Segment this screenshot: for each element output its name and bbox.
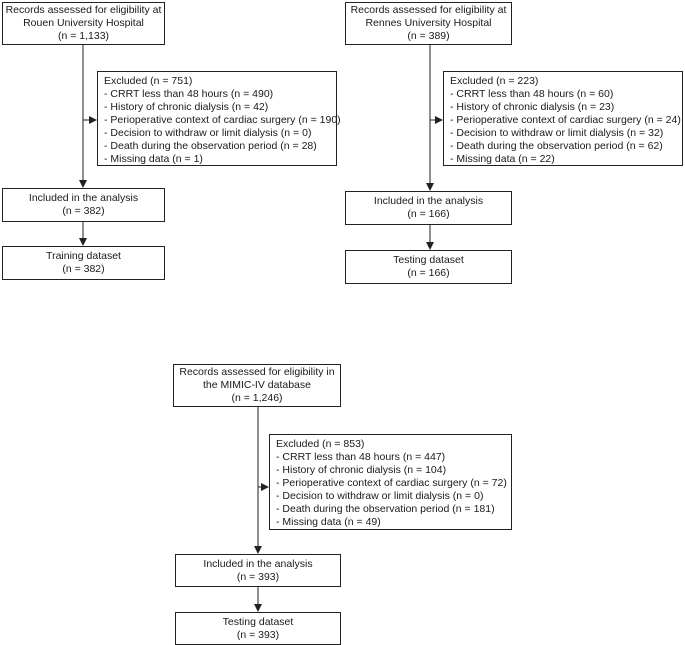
excluded-item: - History of chronic dialysis (n = 23) <box>450 101 615 113</box>
excluded-box-rennes: Excluded (n = 223) - CRRT less than 48 h… <box>443 71 683 166</box>
excluded-item: - Missing data (n = 1) <box>104 153 203 165</box>
dataset-count: (n = 393) <box>236 628 280 641</box>
excluded-item: - Perioperative context of cardiac surge… <box>104 114 341 126</box>
source-line2: Rennes University Hospital <box>365 17 492 29</box>
dataset-label: Testing dataset <box>222 615 294 628</box>
included-box-rennes: Included in the analysis (n = 166) <box>345 191 512 225</box>
source-count: (n = 1,133) <box>57 30 110 42</box>
excluded-item: - History of chronic dialysis (n = 42) <box>104 101 269 113</box>
excluded-box-mimic: Excluded (n = 853) - CRRT less than 48 h… <box>269 434 512 530</box>
excluded-item: - Perioperative context of cardiac surge… <box>276 477 507 489</box>
dataset-label: Training dataset <box>46 250 121 262</box>
training-dataset-box: Training dataset (n = 382) <box>2 246 165 280</box>
source-line1: Records assessed for eligibility at <box>350 4 507 16</box>
included-label: Included in the analysis <box>203 557 313 570</box>
included-box-mimic: Included in the analysis (n = 393) <box>175 554 341 587</box>
excluded-item: - Death during the observation period (n… <box>276 503 495 515</box>
source-line1: Records assessed for eligibility in <box>179 366 335 378</box>
excluded-item: - CRRT less than 48 hours (n = 447) <box>276 451 446 463</box>
testing-dataset-box-rennes: Testing dataset (n = 166) <box>345 250 512 284</box>
excluded-item: - CRRT less than 48 hours (n = 60) <box>450 88 614 100</box>
source-box-mimic: Records assessed for eligibility in the … <box>173 364 341 407</box>
excluded-item: - Decision to withdraw or limit dialysis… <box>450 127 664 139</box>
source-count: (n = 389) <box>407 30 450 42</box>
excluded-title: Excluded (n = 223) <box>450 75 539 87</box>
excluded-item: - Death during the observation period (n… <box>450 140 663 152</box>
dataset-count: (n = 382) <box>62 263 105 275</box>
source-count: (n = 1,246) <box>231 392 283 404</box>
included-count: (n = 382) <box>62 205 105 217</box>
excluded-item: - Decision to withdraw or limit dialysis… <box>104 127 312 139</box>
dataset-label: Testing dataset <box>393 254 464 266</box>
excluded-item: - Perioperative context of cardiac surge… <box>450 114 681 126</box>
excluded-item: - Death during the observation period (n… <box>104 140 317 152</box>
testing-dataset-box-mimic: Testing dataset (n = 393) <box>175 612 341 645</box>
excluded-item: - CRRT less than 48 hours (n = 490) <box>104 88 274 100</box>
excluded-item: - Decision to withdraw or limit dialysis… <box>276 490 484 502</box>
included-box-rouen: Included in the analysis (n = 382) <box>2 188 165 222</box>
included-label: Included in the analysis <box>28 192 139 204</box>
excluded-item: - Missing data (n = 22) <box>450 153 555 165</box>
dataset-count: (n = 166) <box>407 267 450 279</box>
included-count: (n = 393) <box>236 570 280 583</box>
source-line1: Records assessed for eligibility at <box>5 4 162 16</box>
included-count: (n = 166) <box>407 208 450 220</box>
excluded-item: - History of chronic dialysis (n = 104) <box>276 464 447 476</box>
excluded-title: Excluded (n = 853) <box>276 438 365 450</box>
excluded-box-rouen: Excluded (n = 751) - CRRT less than 48 h… <box>97 71 341 166</box>
source-line2: the MIMIC-IV database <box>203 379 311 391</box>
source-box-rouen: Records assessed for eligibility at Roue… <box>2 2 165 45</box>
excluded-item: - Missing data (n = 49) <box>276 516 381 528</box>
excluded-title: Excluded (n = 751) <box>104 75 193 87</box>
source-line2: Rouen University Hospital <box>23 17 144 29</box>
source-box-rennes: Records assessed for eligibility at Renn… <box>345 2 512 45</box>
included-label: Included in the analysis <box>373 195 484 207</box>
